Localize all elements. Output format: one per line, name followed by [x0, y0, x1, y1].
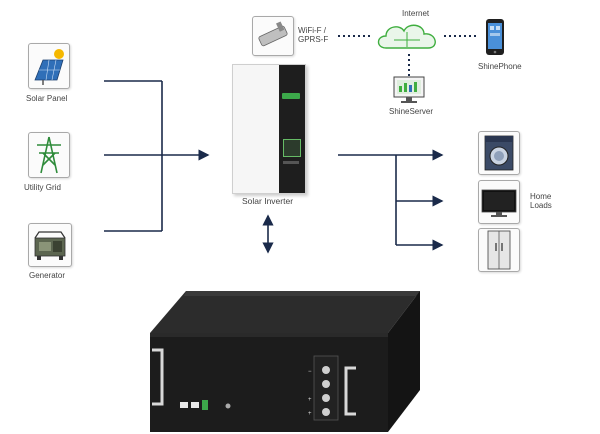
comms-links	[338, 35, 476, 76]
wifi-dongle-icon	[258, 21, 288, 47]
washing-machine-node	[478, 131, 520, 175]
solar-panel-icon	[34, 49, 64, 85]
refrigerator-node	[478, 228, 520, 272]
shineserver-label: ShineServer	[389, 107, 434, 116]
brand-logo-icon	[282, 93, 300, 99]
inverter-display	[283, 139, 301, 157]
svg-text:−: −	[308, 369, 312, 375]
wifi-label: WiFi-F / GPRS-F	[298, 26, 329, 44]
solar-panel-node	[28, 43, 70, 89]
inverter-label: Solar Inverter	[242, 196, 294, 206]
utility-grid-label: Utility Grid	[24, 183, 61, 192]
svg-text:+: +	[308, 397, 312, 403]
inverter-front-panel	[279, 65, 305, 193]
tv-node	[478, 180, 520, 224]
washing-machine-icon	[484, 135, 514, 171]
generator-node	[28, 223, 72, 267]
source-bus	[104, 80, 210, 232]
shinephone-node	[485, 18, 505, 56]
wifi-dongle-node	[252, 16, 294, 56]
generator-label: Generator	[29, 271, 66, 280]
shineserver-node	[392, 76, 426, 104]
tv-icon	[481, 189, 517, 217]
load-bus	[338, 149, 444, 251]
refrigerator-icon	[487, 230, 511, 270]
shinephone-label: ShinePhone	[478, 62, 522, 71]
solar-panel-label: Solar Panel	[26, 94, 68, 103]
internet-label: Internet	[402, 9, 430, 18]
generator-icon	[34, 231, 66, 260]
utility-pylon-icon	[37, 136, 61, 174]
cloud-icon	[377, 24, 436, 49]
smartphone-icon	[486, 19, 504, 55]
svg-text:+: +	[308, 411, 312, 417]
home-loads-label: Home Loads	[530, 192, 552, 210]
utility-grid-node	[28, 132, 70, 178]
solar-inverter	[232, 64, 306, 194]
server-monitor-icon	[393, 76, 425, 103]
battery-pack-icon: − + +	[150, 291, 420, 432]
